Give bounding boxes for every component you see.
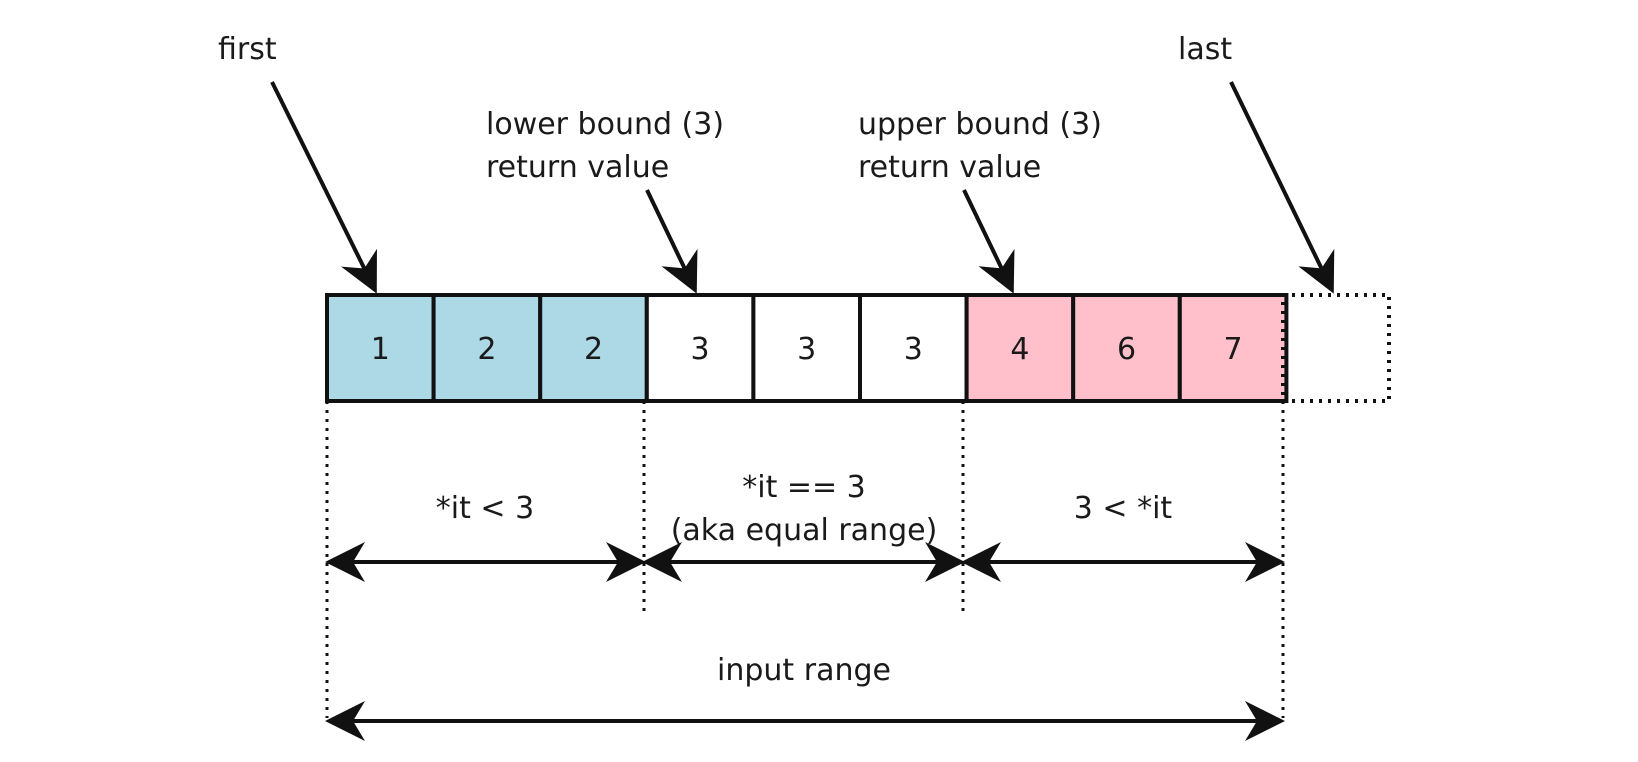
lower-bound-arrow: [645, 189, 698, 294]
array-cell-value: 4: [1010, 332, 1029, 367]
array-cell: [751, 293, 863, 403]
first-label: first: [218, 32, 277, 67]
equal-range-label-line1: *it == 3: [742, 470, 866, 505]
lower-bound-label-line1: lower bound (3): [486, 107, 724, 142]
array-cell-value: 2: [584, 332, 603, 367]
array-cell: [538, 293, 649, 403]
array-cell-value: 3: [691, 332, 710, 367]
array-cell: [325, 293, 436, 403]
array-cell: [858, 293, 969, 403]
greater-range-label: 3 < *it: [1074, 491, 1173, 526]
array-cell-value: 1: [371, 332, 390, 367]
input-range-label: input range: [717, 653, 891, 688]
equal-range-label-line2: (aka equal range): [671, 513, 938, 548]
upper-bound-arrow: [962, 189, 1015, 294]
array-cell-value: 2: [477, 332, 496, 367]
upper-bound-label-line1: upper bound (3): [858, 107, 1102, 142]
array-cell-value: 3: [797, 332, 816, 367]
array-cell-value: 3: [904, 332, 923, 367]
last-arrow: [1229, 81, 1335, 294]
upper-bound-label-line2: return value: [858, 150, 1041, 185]
array-cell-value: 6: [1117, 332, 1136, 367]
array-cell-value: 7: [1224, 332, 1243, 367]
first-arrow: [270, 81, 377, 294]
array-cell: [964, 293, 1076, 403]
array-cells: 1 2 2 3 3 3 4 6 7: [325, 293, 1289, 403]
array-cell: [1177, 293, 1289, 403]
less-range-label: *it < 3: [436, 491, 534, 526]
lower-bound-label-line2: return value: [486, 150, 669, 185]
array-cell: [431, 293, 543, 403]
array-cell: [1071, 293, 1182, 403]
past-the-end-cell: [1281, 293, 1391, 403]
last-label: last: [1178, 32, 1232, 67]
